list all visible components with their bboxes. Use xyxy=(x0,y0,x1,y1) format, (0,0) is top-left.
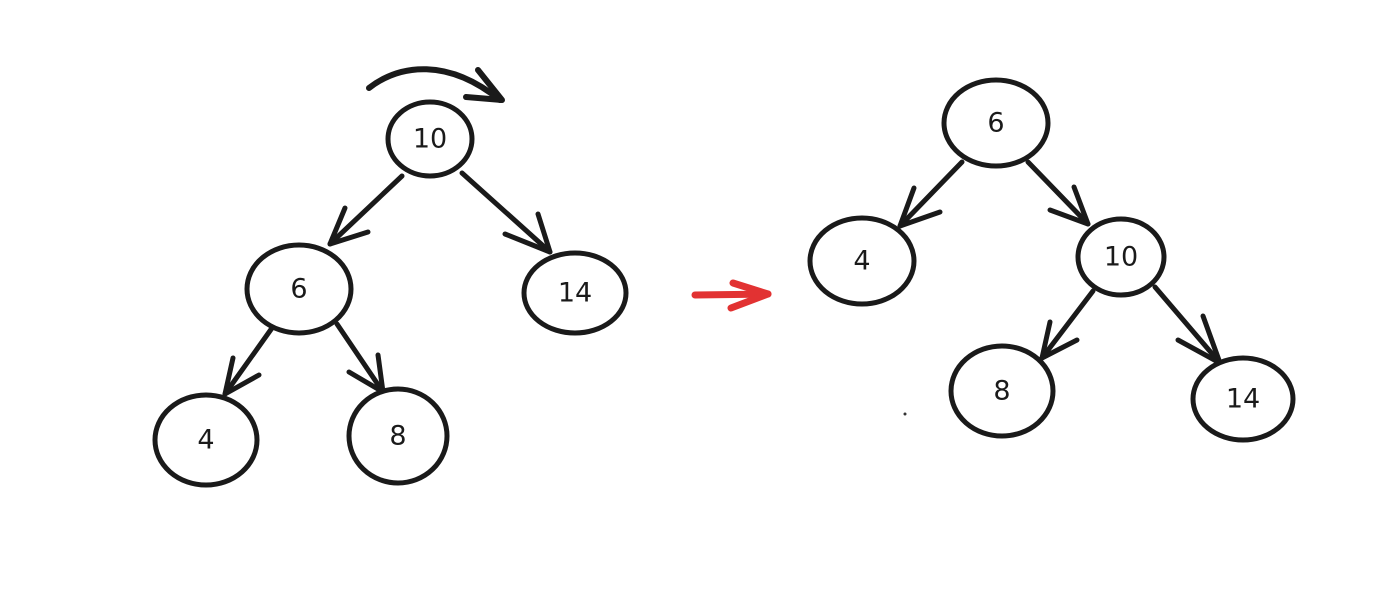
after-node-10-label: 10 xyxy=(1104,242,1138,273)
after-tree: 6 4 10 8 14 xyxy=(807,77,1296,443)
before-node-8: 8 xyxy=(346,386,450,486)
before-node-10-label: 10 xyxy=(413,124,447,155)
before-tree: 10 6 14 4 8 xyxy=(152,99,629,488)
clockwise-curved-arrow-icon xyxy=(366,66,505,103)
before-edge-6-8 xyxy=(334,321,386,395)
after-node-10: 10 xyxy=(1075,216,1167,298)
before-node-4: 4 xyxy=(152,392,260,488)
before-node-14-label: 14 xyxy=(558,278,592,309)
stray-dot xyxy=(903,412,907,416)
after-node-4-label: 4 xyxy=(853,246,870,277)
after-node-6-label: 6 xyxy=(987,108,1004,139)
after-edge-10-8 xyxy=(1039,288,1096,361)
before-node-8-label: 8 xyxy=(389,421,406,452)
after-edge-10-14 xyxy=(1152,284,1223,366)
after-edge-6-10 xyxy=(1025,159,1091,227)
before-node-6-label: 6 xyxy=(290,274,307,305)
before-node-6: 6 xyxy=(244,242,354,336)
after-node-14-label: 14 xyxy=(1226,384,1260,415)
after-edge-6-4 xyxy=(897,159,965,229)
before-edge-10-14 xyxy=(459,170,553,255)
after-node-14: 14 xyxy=(1190,355,1296,443)
before-edge-10-6 xyxy=(327,173,405,247)
after-node-8-label: 8 xyxy=(993,376,1010,407)
before-node-4-label: 4 xyxy=(197,425,214,456)
after-node-8: 8 xyxy=(948,343,1056,439)
right-arrow-icon xyxy=(691,279,772,312)
before-node-10: 10 xyxy=(385,99,475,179)
after-node-4: 4 xyxy=(807,215,917,307)
after-node-6: 6 xyxy=(941,77,1051,169)
before-node-14: 14 xyxy=(521,250,629,336)
before-edge-6-4 xyxy=(222,325,275,397)
